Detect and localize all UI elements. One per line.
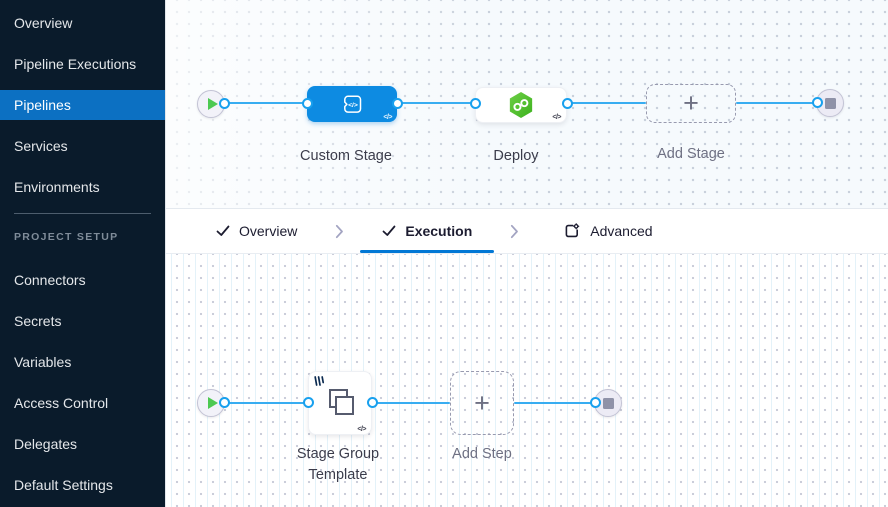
- connector-line: [372, 402, 450, 404]
- connector-port[interactable]: [303, 397, 314, 408]
- pipeline-start-node: [197, 90, 225, 118]
- custom-stage-icon: </>: [343, 95, 361, 113]
- plus-icon: +: [474, 387, 490, 418]
- template-icon: [314, 376, 325, 386]
- step-label-stage-group-template: Stage Group Template: [296, 446, 380, 483]
- tab-overview-label: Overview: [239, 223, 298, 239]
- tab-separator: [510, 224, 519, 239]
- sidebar-item-connectors[interactable]: Connectors: [14, 272, 86, 288]
- connector-port[interactable]: [562, 98, 573, 109]
- connector-line: [567, 102, 646, 104]
- sidebar-item-secrets[interactable]: Secrets: [14, 313, 62, 329]
- sidebar-item-environments[interactable]: Environments: [14, 179, 100, 195]
- execution-canvas[interactable]: </> + Stage Group Template Add Step: [166, 254, 888, 507]
- stage-pipeline-canvas[interactable]: </> </> </> +: [166, 0, 888, 208]
- connector-port[interactable]: [367, 397, 378, 408]
- stage-node-custom-stage[interactable]: </> </>: [307, 86, 397, 122]
- tab-separator: [335, 224, 344, 239]
- tab-advanced-label: Advanced: [590, 223, 653, 239]
- add-stage-label: Add Stage: [657, 146, 725, 162]
- sidebar-item-default-settings[interactable]: Default Settings: [14, 477, 113, 493]
- tab-execution-label: Execution: [405, 223, 473, 239]
- connector-line: [211, 402, 308, 404]
- deploy-icon: [509, 92, 533, 118]
- code-icon: </>: [552, 114, 561, 121]
- connector-port[interactable]: [590, 397, 601, 408]
- connector-line: [397, 102, 475, 104]
- connector-port[interactable]: [470, 98, 481, 109]
- connector-port[interactable]: [219, 98, 230, 109]
- code-icon: </>: [357, 426, 366, 433]
- connector-line: [514, 402, 595, 404]
- tab-advanced[interactable]: Advanced: [535, 209, 674, 253]
- sidebar-item-services[interactable]: Services: [14, 138, 68, 154]
- stage-label-custom-stage: Custom Stage: [300, 148, 392, 164]
- connector-port[interactable]: [812, 97, 823, 108]
- tab-overview[interactable]: Overview: [194, 209, 319, 253]
- step-node-stage-group-template[interactable]: </>: [308, 371, 372, 435]
- sidebar-item-overview[interactable]: Overview: [14, 15, 73, 31]
- check-icon: [382, 225, 396, 236]
- sidebar-item-delegates[interactable]: Delegates: [14, 436, 78, 452]
- connector-port[interactable]: [219, 397, 230, 408]
- sidebar-item-access-control[interactable]: Access Control: [14, 395, 109, 411]
- pipeline-tabbar: Overview Execution Advanced: [166, 208, 888, 254]
- add-stage-button[interactable]: +: [646, 84, 736, 123]
- stop-icon: [824, 97, 836, 109]
- sidebar-item-variables[interactable]: Variables: [14, 354, 72, 370]
- play-icon: [207, 397, 218, 409]
- tab-execution[interactable]: Execution: [360, 209, 495, 253]
- check-icon: [216, 225, 230, 236]
- connector-line: [211, 102, 307, 104]
- svg-text:</>: </>: [348, 102, 358, 109]
- connector-line: [736, 102, 817, 104]
- plus-icon: +: [683, 88, 699, 118]
- stage-node-deploy[interactable]: </>: [475, 87, 567, 123]
- chevron-right-icon: [511, 224, 519, 238]
- add-step-label: Add Step: [452, 446, 512, 462]
- play-icon: [207, 98, 218, 110]
- sidebar-item-pipelines[interactable]: Pipelines: [0, 90, 165, 120]
- stage-group-icon: [329, 389, 354, 415]
- advanced-tab-icon: [565, 223, 580, 238]
- sidebar: Overview Pipeline Executions Pipelines S…: [0, 0, 166, 507]
- connector-port[interactable]: [302, 98, 313, 109]
- add-step-button[interactable]: +: [450, 371, 514, 435]
- stop-icon: [602, 397, 614, 409]
- code-icon: </>: [383, 114, 392, 121]
- sidebar-divider: [14, 213, 151, 214]
- chevron-right-icon: [336, 224, 344, 238]
- sidebar-section-title: PROJECT SETUP: [14, 231, 119, 243]
- connector-port[interactable]: [392, 98, 403, 109]
- stage-label-deploy: Deploy: [493, 148, 539, 164]
- sidebar-item-pipeline-executions[interactable]: Pipeline Executions: [14, 56, 137, 72]
